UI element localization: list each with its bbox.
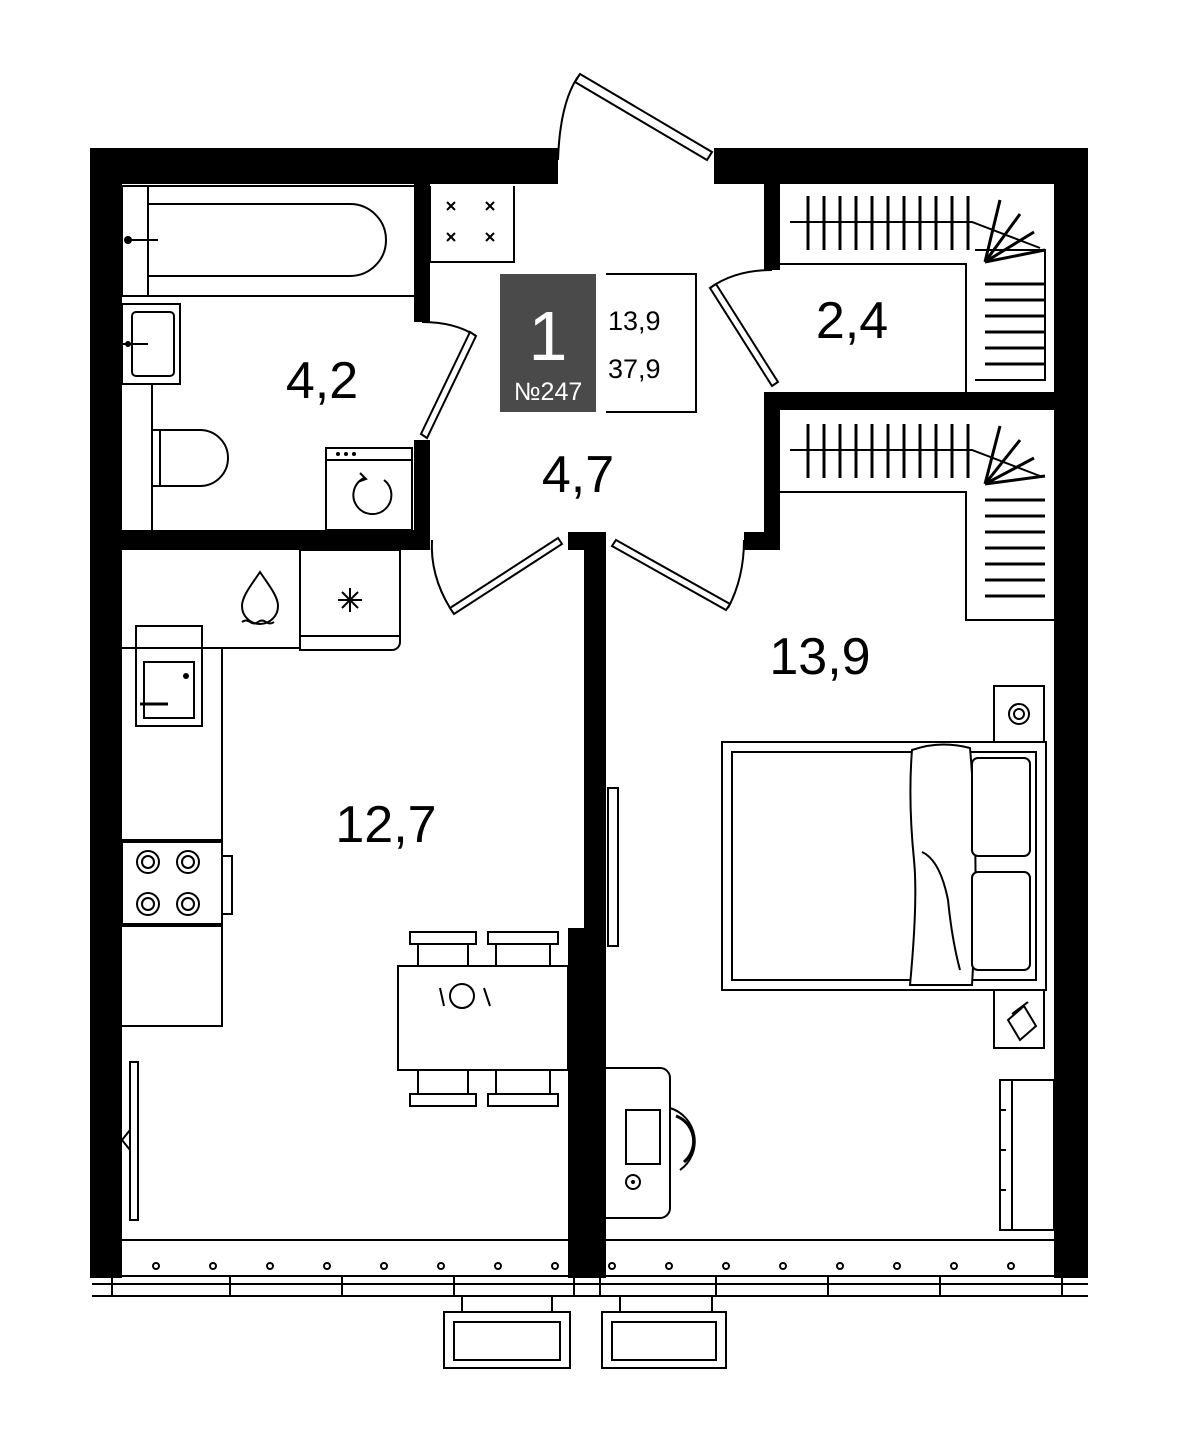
bedroom-wardrobe-icon: [780, 424, 1056, 621]
desk-icon: [606, 1067, 696, 1219]
kitchen-door-icon: [430, 536, 564, 616]
nightstand-book-icon: [993, 989, 1045, 1049]
window-mark: [323, 1262, 331, 1270]
balcony-right-icon: [601, 1296, 727, 1369]
bathtub-icon: [121, 185, 418, 297]
bathroom-door-icon: [419, 321, 478, 440]
window-mark: [380, 1262, 388, 1270]
window-mark: [152, 1262, 160, 1270]
stove-icon: [121, 841, 233, 925]
storage-door-icon: [708, 269, 780, 388]
walls: [90, 148, 1088, 1278]
kitchen-area-label: 12,7: [335, 796, 436, 854]
apartment-info: 1 №247 13,9 37,9: [500, 273, 697, 413]
room-count-badge: [500, 274, 596, 412]
window-mark: [1007, 1262, 1015, 1270]
living-area-value: 13,9: [608, 306, 661, 336]
window-mark: [836, 1262, 844, 1270]
washbasin-icon: [121, 303, 181, 385]
room-count: 1: [529, 297, 568, 375]
bathroom-area-label: 4,2: [286, 352, 358, 410]
bedroom-door-icon: [610, 538, 745, 612]
toilet-icon: [151, 429, 229, 487]
storage-wardrobe-icon: [780, 196, 1046, 392]
window-mark: [722, 1262, 730, 1270]
window-mark: [665, 1262, 673, 1270]
window-mark: [608, 1262, 616, 1270]
fridge-icon: [299, 549, 401, 651]
bed-icon: [721, 741, 1047, 991]
hallway-area-label: 4,7: [542, 446, 614, 504]
electrical-panel-icon: [429, 186, 515, 263]
entrance-door-icon: [557, 72, 714, 162]
tv-panel-icon: [607, 787, 619, 947]
window-wall: [92, 1239, 1088, 1297]
window-mark: [893, 1262, 901, 1270]
storage-area-label: 2,4: [816, 292, 888, 350]
total-area-value: 37,9: [608, 354, 661, 384]
window-mark: [779, 1262, 787, 1270]
water-supply-icon: [240, 570, 280, 625]
dining-table-icon: [397, 931, 569, 1107]
balcony-left-icon: [443, 1296, 571, 1369]
apartment-number: №247: [514, 378, 583, 406]
washing-machine-icon: [325, 447, 413, 531]
nightstand-lamp-icon: [993, 685, 1045, 743]
window-mark: [950, 1262, 958, 1270]
window-mark: [266, 1262, 274, 1270]
kitchen-sink-icon: [135, 625, 203, 727]
bedroom-area-label: 13,9: [769, 628, 870, 686]
kitchen-radiator-icon: [120, 1061, 139, 1221]
window-mark: [209, 1262, 217, 1270]
window-mark: [494, 1262, 502, 1270]
window-mark: [551, 1262, 559, 1270]
dresser-icon: [999, 1079, 1055, 1231]
window-mark: [437, 1262, 445, 1270]
